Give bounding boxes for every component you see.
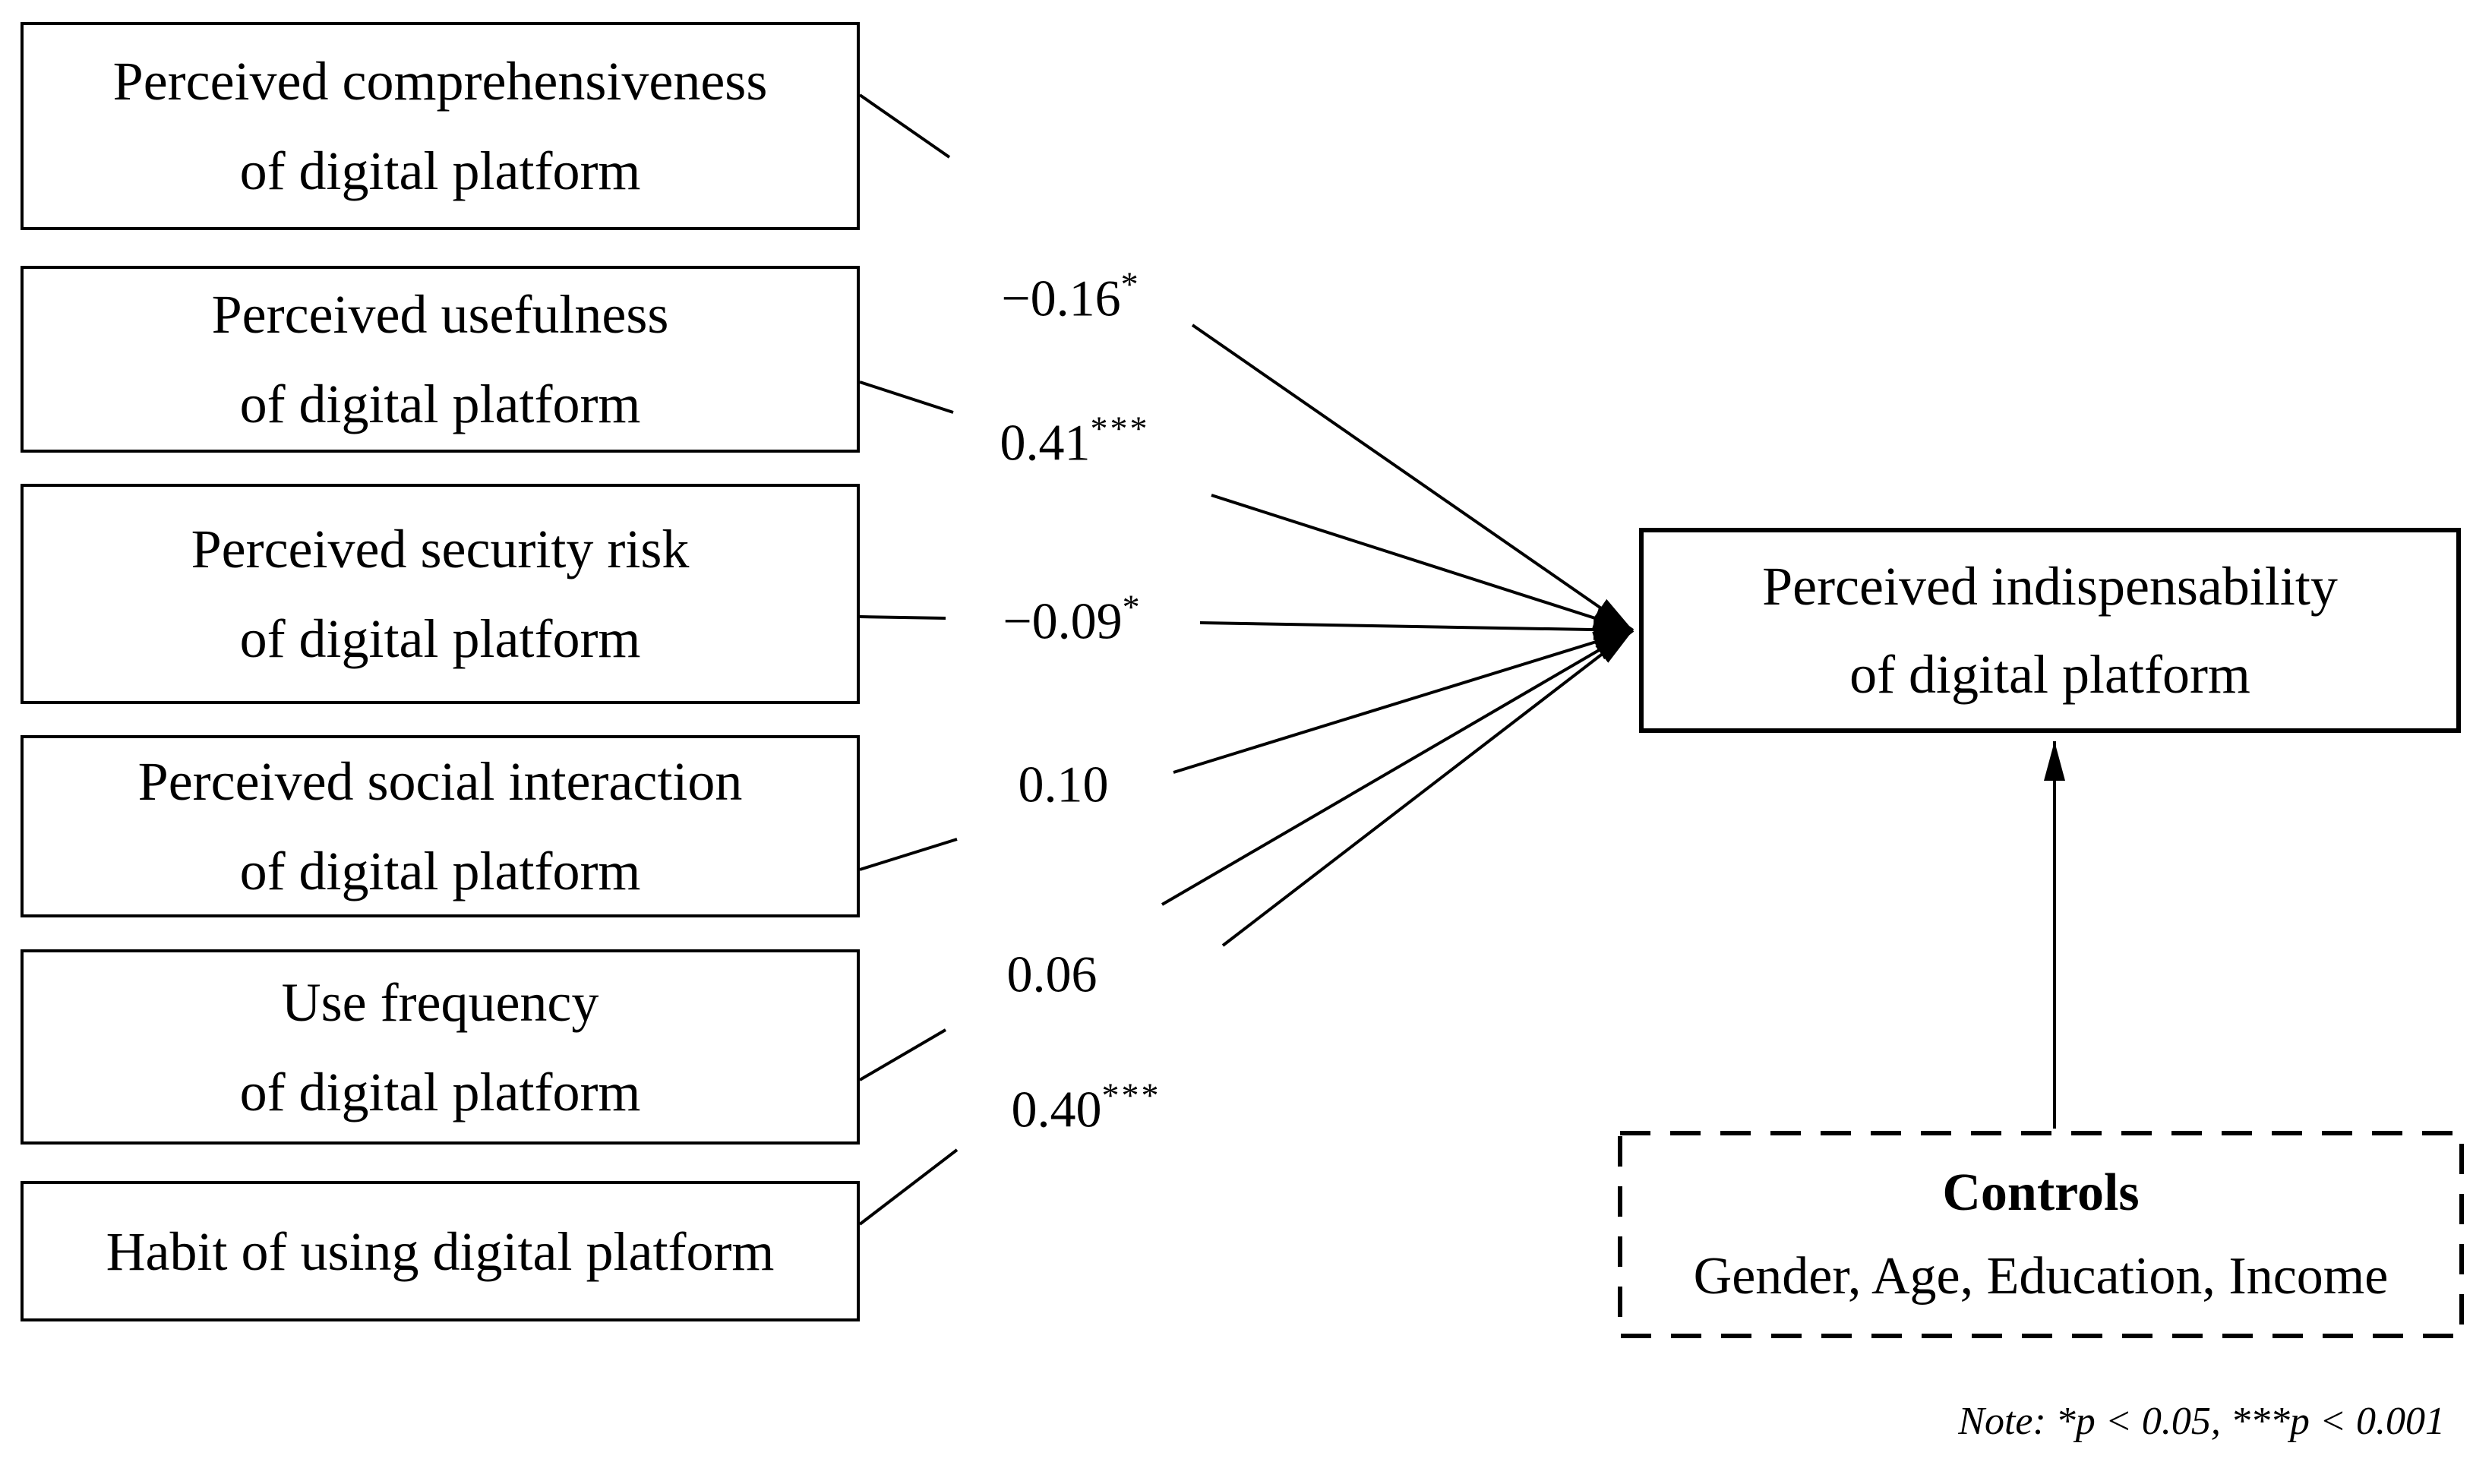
coefficient-value: 0.06: [1006, 945, 1098, 1003]
path-line-use-frequency-b: [1161, 629, 1634, 906]
significance-stars: *: [1120, 264, 1141, 304]
path-line-usefulness-a: [859, 380, 954, 414]
predictor-box-social-interaction: Perceived social interaction of digital …: [21, 735, 860, 917]
coefficient-value: 0.41: [1000, 413, 1091, 472]
coefficient-use-frequency: 0.06: [988, 936, 1116, 1008]
coefficient-social-interaction: 0.10: [1000, 747, 1127, 818]
predictor-label-line: Perceived usefulness: [211, 284, 669, 345]
coefficient-security-risk: −0.09*: [984, 583, 1161, 655]
path-line-security-risk-a: [859, 615, 946, 620]
path-line-comprehensiveness-b: [1191, 324, 1634, 632]
predictor-label-line: of digital platform: [239, 141, 641, 201]
outcome-label-line: Perceived indispensability: [1762, 556, 2338, 617]
predictor-box-comprehensiveness: Perceived comprehensiveness of digital p…: [21, 22, 860, 230]
controls-box-border: [1618, 1131, 2464, 1338]
predictor-label-line: Perceived security risk: [191, 519, 690, 579]
predictor-label-line: Perceived social interaction: [137, 751, 743, 812]
path-line-habit-b: [1221, 629, 1634, 947]
predictor-box-usefulness: Perceived usefulness of digital platform: [21, 266, 860, 453]
outcome-box-indispensability: Perceived indispensability of digital pl…: [1639, 528, 2461, 733]
significance-stars: ***: [1090, 409, 1150, 448]
controls-box: Controls Gender, Age, Education, Income: [1618, 1131, 2464, 1338]
path-line-usefulness-b: [1211, 494, 1634, 632]
coefficient-habit: 0.40***: [993, 1072, 1180, 1143]
predictor-label-line: of digital platform: [239, 841, 641, 901]
predictor-label-line: Use frequency: [281, 971, 599, 1033]
path-line-habit-a: [858, 1148, 959, 1226]
coefficient-value: −0.09: [1003, 592, 1123, 650]
path-line-security-risk-b: [1199, 619, 1634, 641]
coefficient-comprehensiveness: −0.16*: [983, 260, 1159, 332]
significance-stars: ***: [1101, 1075, 1161, 1115]
predictor-box-security-risk: Perceived security risk of digital platf…: [21, 484, 860, 704]
path-line-use-frequency-a: [858, 1028, 947, 1081]
path-line-social-interaction-a: [859, 838, 958, 871]
significance-stars: *: [1122, 587, 1142, 627]
predictor-label-line: of digital platform: [239, 608, 641, 669]
predictor-label-line: of digital platform: [239, 1061, 641, 1122]
predictor-label-line: Habit of using digital platform: [106, 1220, 775, 1282]
controls-items: Gender, Age, Education, Income: [1693, 1246, 2389, 1306]
coefficient-value: −0.16: [1001, 269, 1121, 327]
path-line-comprehensiveness-a: [858, 93, 951, 159]
predictor-label-line: of digital platform: [239, 374, 641, 434]
significance-note: Note: *p < 0.05, ***p < 0.001: [1958, 1400, 2445, 1443]
predictor-box-use-frequency: Use frequency of digital platform: [21, 949, 860, 1145]
controls-title: Controls: [1942, 1163, 2140, 1222]
predictor-box-habit: Habit of using digital platform: [21, 1181, 860, 1321]
outcome-label-line: of digital platform: [1849, 644, 2250, 705]
coefficient-value: 0.40: [1011, 1080, 1102, 1138]
predictor-label-line: Perceived comprehensiveness: [112, 51, 768, 112]
coefficient-value: 0.10: [1018, 755, 1109, 813]
path-line-social-interaction-b: [1173, 629, 1634, 774]
coefficient-usefulness: 0.41***: [981, 405, 1168, 476]
